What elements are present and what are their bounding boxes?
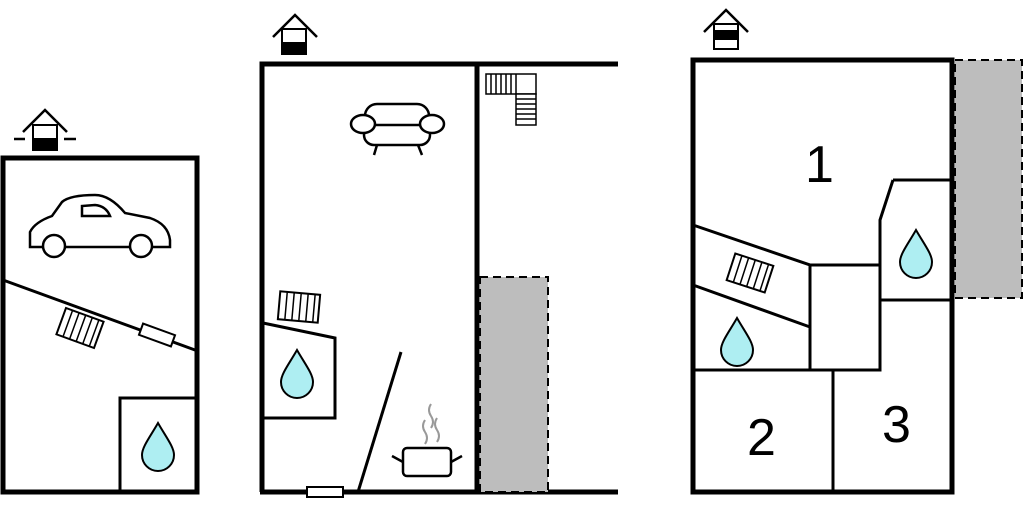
garage-walls <box>0 155 200 495</box>
window-icon <box>137 322 177 348</box>
terrace-area <box>954 59 1023 299</box>
stairs-icon <box>485 73 537 126</box>
house-basement-icon <box>14 108 76 151</box>
room-label-2: 2 <box>747 409 776 467</box>
window-icon <box>306 486 344 498</box>
house-upper-icon <box>703 8 749 50</box>
room-label-1: 1 <box>805 136 834 194</box>
water-drop-icon <box>899 229 933 279</box>
upper-walls <box>690 57 955 495</box>
radiator-icon <box>725 252 775 294</box>
wall-line <box>356 351 403 493</box>
cooking-pot-icon <box>391 403 463 478</box>
terrace-area <box>479 276 549 493</box>
bathroom <box>262 321 337 420</box>
radiator-icon <box>276 290 322 324</box>
floor-ground <box>259 13 618 498</box>
car-icon <box>28 193 172 259</box>
water-drop-icon <box>280 349 314 399</box>
sofa-icon <box>349 102 446 156</box>
house-ground-icon <box>272 13 318 55</box>
floor-upper: 1 2 3 <box>690 8 1023 495</box>
water-drop-icon <box>141 422 175 472</box>
water-drop-icon <box>720 317 754 367</box>
room-label-3: 3 <box>882 396 911 454</box>
interior-walls <box>692 178 950 492</box>
bathroom <box>118 396 198 494</box>
floor-basement <box>0 108 200 495</box>
